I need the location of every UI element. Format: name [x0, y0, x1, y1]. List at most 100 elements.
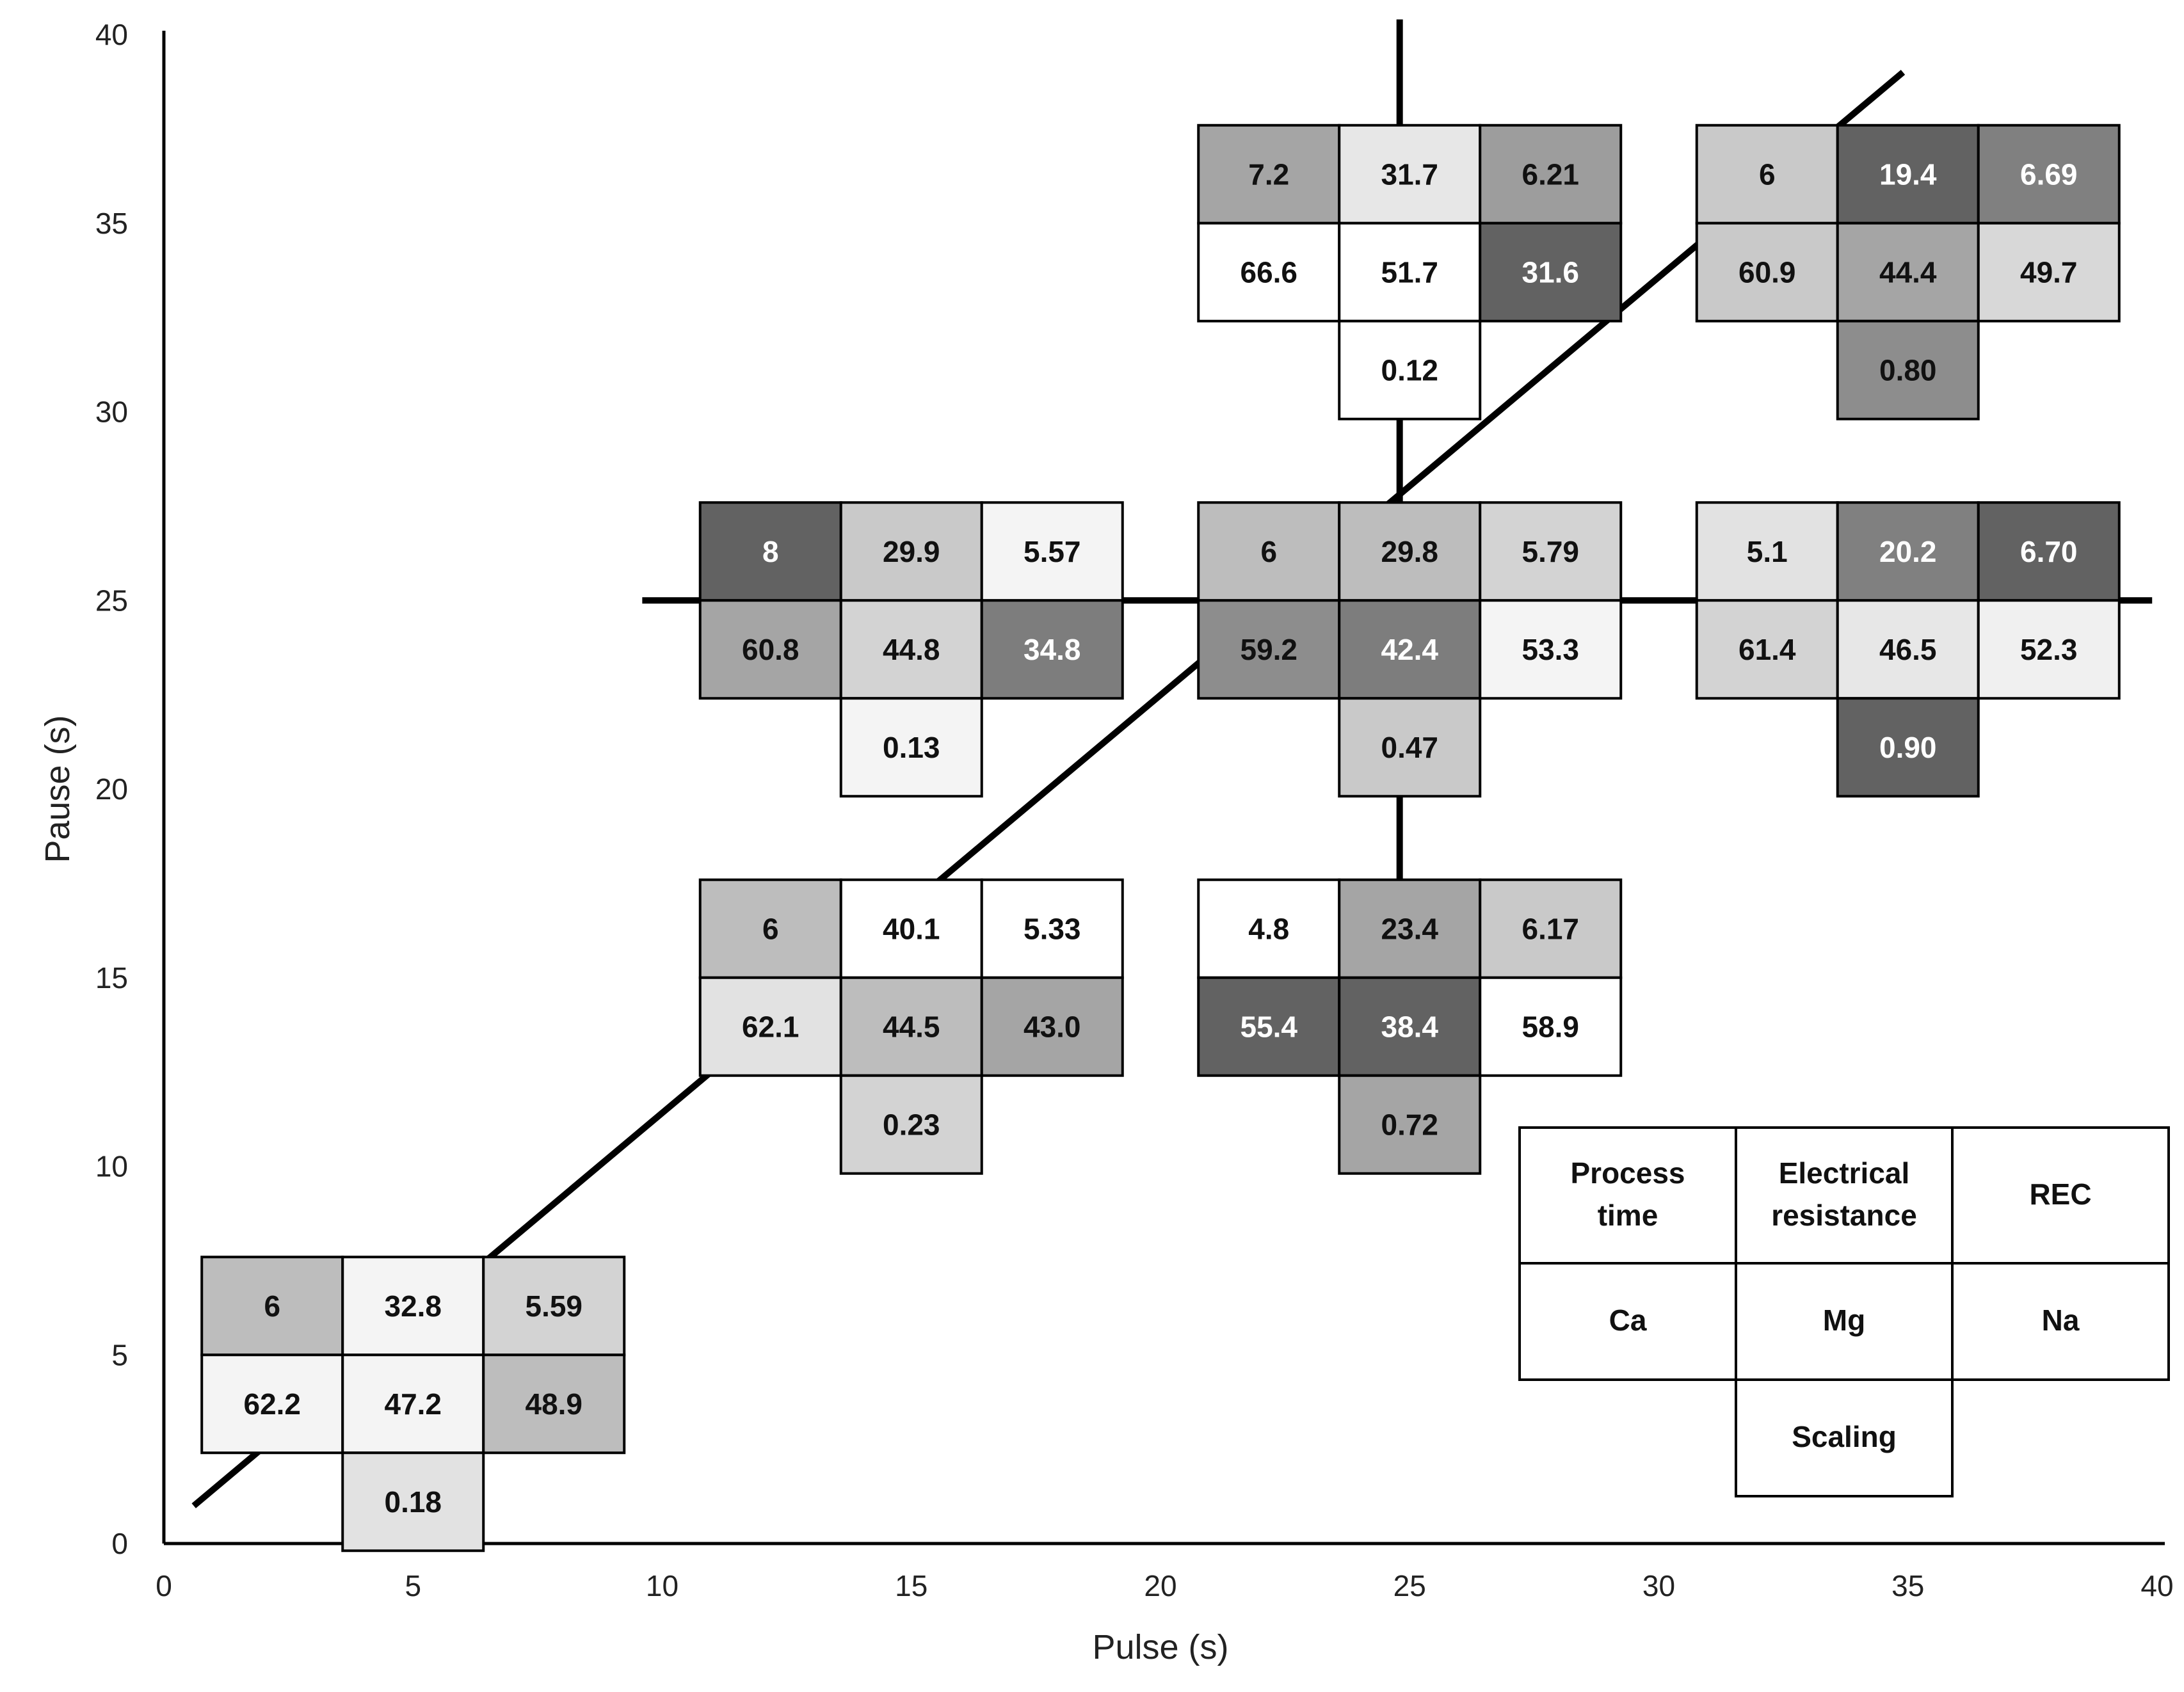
data-cell-value: 62.1: [742, 1010, 799, 1043]
data-cell-value: 31.6: [1522, 255, 1579, 289]
data-cell-value: 0.23: [883, 1108, 940, 1141]
y-tick-label: 5: [111, 1338, 128, 1371]
data-cell-value: 0.18: [384, 1485, 442, 1519]
data-cell-value: 6.69: [2020, 157, 2078, 191]
data-cell: [980, 599, 1124, 700]
data-cell-value: 55.4: [1240, 1010, 1297, 1043]
x-tick-label: 5: [405, 1569, 421, 1602]
data-cell-value: 47.2: [384, 1387, 442, 1421]
data-cell: [1836, 319, 1980, 420]
legend-cell: [1951, 1262, 2170, 1381]
data-cell: [1479, 878, 1623, 979]
legend-label: Electrical: [1779, 1156, 1910, 1190]
data-cell: [1197, 878, 1341, 979]
data-cell: [1836, 697, 1980, 798]
data-cell-value: 6.70: [2020, 535, 2078, 568]
data-cell: [482, 1353, 626, 1455]
data-cell-value: 62.2: [243, 1387, 301, 1421]
data-cell: [1338, 599, 1482, 700]
data-cell: [341, 1451, 485, 1552]
legend-cell: [1735, 1126, 1954, 1265]
legend-cell: [1735, 1378, 1954, 1497]
data-cell-value: 51.7: [1381, 255, 1438, 289]
x-tick-label: 10: [646, 1569, 678, 1602]
x-tick-label: 0: [156, 1569, 172, 1602]
legend-label: resistance: [1771, 1199, 1917, 1232]
x-tick-label: 25: [1393, 1569, 1426, 1602]
data-cell: [1479, 976, 1623, 1077]
data-cell: [1338, 501, 1482, 602]
data-cell-value: 48.9: [525, 1387, 582, 1421]
data-cell: [1977, 124, 2121, 225]
data-cell: [839, 697, 983, 798]
data-cell: [980, 501, 1124, 602]
data-cell: [1836, 599, 1980, 700]
data-cell-value: 0.13: [883, 731, 940, 764]
data-cell-value: 6: [762, 912, 779, 945]
data-cell-value: 5.33: [1024, 912, 1081, 945]
data-cell: [980, 976, 1124, 1077]
data-cell-value: 53.3: [1522, 633, 1579, 666]
data-cell-value: 20.2: [1879, 535, 1937, 568]
data-cell: [1338, 221, 1482, 323]
data-cell: [1695, 599, 1839, 700]
data-cell: [1479, 501, 1623, 602]
y-axis-title: Pause (s): [38, 715, 77, 863]
data-cell-value: 42.4: [1381, 633, 1438, 666]
x-tick-label: 15: [895, 1569, 927, 1602]
data-cell: [1695, 501, 1839, 602]
data-cell-value: 5.1: [1747, 535, 1788, 568]
data-cell-value: 23.4: [1381, 912, 1438, 945]
data-cell-value: 40.1: [883, 912, 940, 945]
data-cell-value: 31.7: [1381, 157, 1438, 191]
legend-label: REC: [2029, 1177, 2091, 1211]
data-cell-value: 0.47: [1381, 731, 1438, 764]
data-cell: [200, 1256, 344, 1357]
y-tick-label: 0: [111, 1527, 128, 1560]
data-cell: [1977, 599, 2121, 700]
data-cell: [482, 1256, 626, 1357]
data-cell-value: 38.4: [1381, 1010, 1438, 1043]
data-cell-value: 59.2: [1240, 633, 1297, 666]
data-cell-value: 44.5: [883, 1010, 940, 1043]
data-cell-value: 6: [1759, 157, 1776, 191]
data-cell-value: 8: [762, 535, 779, 568]
x-axis-title: Pulse (s): [1092, 1628, 1228, 1666]
data-cell: [1977, 501, 2121, 602]
legend-label: time: [1598, 1199, 1658, 1232]
data-cell: [341, 1256, 485, 1357]
data-cell: [1479, 124, 1623, 225]
data-cell: [1695, 221, 1839, 323]
y-tick-label: 35: [95, 207, 128, 240]
legend-cell: [1518, 1126, 1737, 1265]
data-cell-value: 32.8: [384, 1289, 442, 1323]
data-cell: [698, 878, 842, 979]
data-cell: [839, 501, 983, 602]
data-cell: [1197, 976, 1341, 1077]
data-cell-value: 6: [264, 1289, 280, 1323]
data-cell: [1338, 697, 1482, 798]
data-cell-value: 66.6: [1240, 255, 1297, 289]
data-cell: [1479, 599, 1623, 700]
data-cell: [1197, 124, 1341, 225]
data-cell-value: 6.17: [1522, 912, 1579, 945]
y-tick-label: 40: [95, 18, 128, 51]
data-cell-value: 44.8: [883, 633, 940, 666]
data-cell-value: 4.8: [1248, 912, 1289, 945]
data-cell-value: 6.21: [1522, 157, 1579, 191]
x-tick-label: 35: [1891, 1569, 1924, 1602]
data-cell: [1197, 221, 1341, 323]
data-cell-value: 46.5: [1879, 633, 1937, 666]
data-cell-value: 5.79: [1522, 535, 1579, 568]
data-cell-value: 49.7: [2020, 255, 2078, 289]
data-cell: [698, 976, 842, 1077]
y-tick-label: 30: [95, 395, 128, 429]
